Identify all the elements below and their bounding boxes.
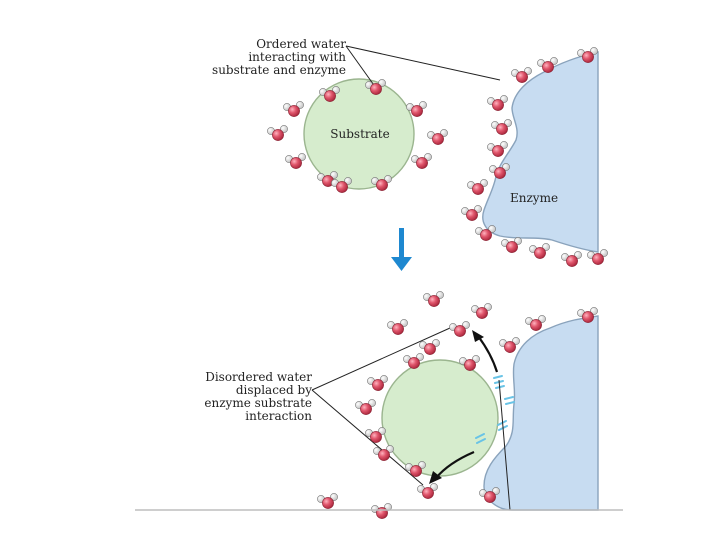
disordered-water-line-3: enzyme substrate <box>204 396 312 410</box>
enzyme-pointer-line <box>498 379 511 511</box>
arrow-head-up <box>472 330 484 342</box>
ordered-water-line-2: interacting with <box>248 50 346 64</box>
down-arrow-icon <box>391 228 412 271</box>
substrate-label: Substrate <box>330 127 390 141</box>
arrow-head-down <box>429 471 442 484</box>
disordered-water-line-4: interaction <box>245 409 312 423</box>
ordered-water-line-1: Ordered water <box>256 37 346 51</box>
ordered-water-label: Ordered water interacting with substrate… <box>170 38 346 77</box>
disordered-water-leader-lines <box>311 327 451 486</box>
disordered-water-line-2: displaced by <box>235 383 312 397</box>
ordered-water-leader-lines <box>345 45 501 89</box>
disordered-water-line-1: Disordered water <box>205 370 312 384</box>
ordered-water-line-3: substrate and enzyme <box>212 63 346 77</box>
substrate-top <box>303 78 415 190</box>
enzyme-label: Enzyme <box>510 191 559 205</box>
disordered-water-label: Disordered water displaced by enzyme sub… <box>166 371 312 423</box>
substrate-bottom <box>381 359 499 477</box>
